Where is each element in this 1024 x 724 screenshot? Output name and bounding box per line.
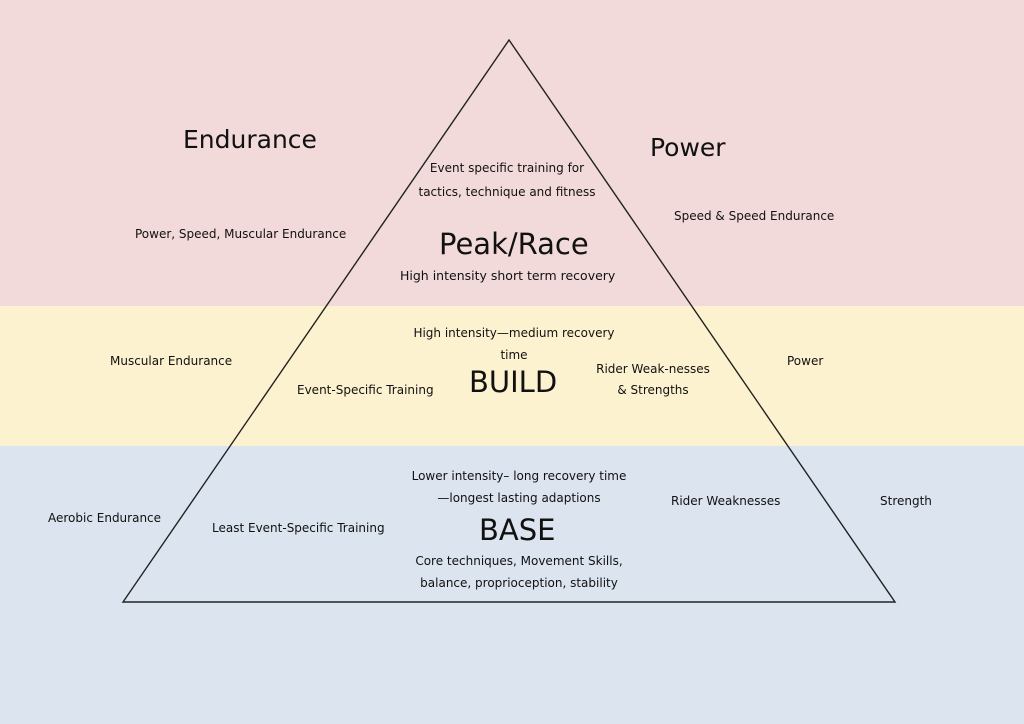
base-inner-right-label: Rider Weaknesses xyxy=(671,494,781,508)
endurance-heading: Endurance xyxy=(183,125,317,154)
build-right-label: Power xyxy=(787,354,824,368)
build-title: BUILD xyxy=(469,365,558,399)
build-band xyxy=(0,306,1024,446)
peak-title: Peak/Race xyxy=(439,227,589,261)
power-heading: Power xyxy=(650,133,726,162)
peak-description: Event specific training for tactics, tec… xyxy=(418,161,596,199)
peak-right-label: Speed & Speed Endurance xyxy=(674,209,835,223)
peak-band xyxy=(0,0,1024,306)
build-inner-right-label: Rider Weak-nesses & Strengths xyxy=(596,362,710,397)
base-title: BASE xyxy=(479,513,556,547)
base-skills: Core techniques, Movement Skills, balanc… xyxy=(415,554,623,590)
peak-recovery: High intensity short term recovery xyxy=(400,268,616,283)
build-inner-left-label: Event-Specific Training xyxy=(297,383,434,397)
base-left-label: Aerobic Endurance xyxy=(48,511,162,525)
pyramid-triangle xyxy=(121,38,897,603)
base-band xyxy=(0,446,1024,724)
build-left-label: Muscular Endurance xyxy=(110,354,233,368)
peak-left-label: Power, Speed, Muscular Endurance xyxy=(135,227,347,241)
base-right-label: Strength xyxy=(880,494,932,508)
build-recovery: High intensity—medium recovery time xyxy=(413,326,615,362)
base-inner-left-label: Least Event-Specific Training xyxy=(212,521,385,535)
base-recovery: Lower intensity– long recovery time—long… xyxy=(411,469,627,505)
